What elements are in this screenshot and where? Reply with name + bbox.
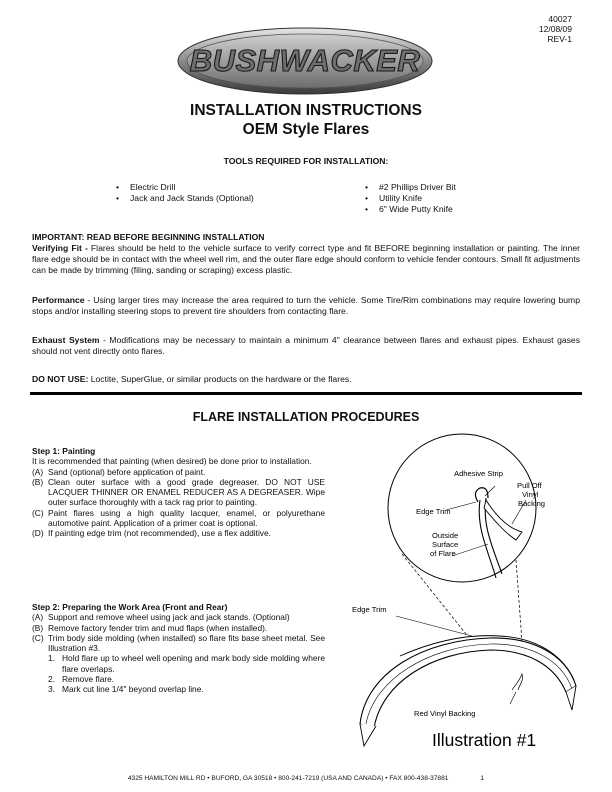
label-vinyl: Vinyl — [522, 490, 539, 499]
verify-fit-paragraph: Verifying Fit - Flares should be held to… — [32, 243, 580, 276]
document-number: 40027 — [548, 14, 572, 24]
exhaust-text: - Modifications may be necessary to main… — [32, 335, 580, 356]
edge-trim-bulb — [474, 487, 489, 503]
step-1-title: Step 1: Painting — [32, 446, 96, 456]
label-edge-trim-detail: Edge Trim — [416, 507, 451, 516]
page-footer: 4325 HAMILTON MILL RD • BUFORD, GA 30518… — [0, 775, 612, 782]
list-item: (C)Paint flares using a high quality lac… — [32, 507, 325, 529]
verify-fit-label: Verifying Fit - — [32, 243, 91, 253]
sub-list-item: 2.Remove flare. — [48, 674, 115, 685]
edge-trim-strip — [399, 635, 575, 681]
pull-off-backing-shape — [483, 498, 523, 541]
label-red-vinyl-backing: Red Vinyl Backing — [414, 709, 476, 718]
tools-list-left: Electric Drill Jack and Jack Stands (Opt… — [113, 182, 254, 204]
label-pull-off: Pull Off — [517, 481, 543, 490]
list-item: (D)If painting edge trim (not recommende… — [32, 528, 271, 539]
label-edge-trim: Edge Trim — [352, 605, 387, 614]
bushwacker-logo: BUSHWACKER — [177, 27, 433, 95]
list-item: (A)Sand (optional) before application of… — [32, 466, 206, 477]
page-title: INSTALLATION INSTRUCTIONS — [190, 102, 422, 119]
list-item: (B)Remove factory fender trim and mud fl… — [32, 622, 268, 633]
document-id-block: 40027 12/08/09 REV-1 — [539, 14, 572, 44]
tool-item: 6" Wide Putty Knife — [362, 204, 456, 215]
exhaust-paragraph: Exhaust System - Modifications may be ne… — [32, 335, 580, 357]
list-item: (A)Support and remove wheel using jack a… — [32, 612, 290, 623]
exhaust-label: Exhaust System — [32, 335, 100, 345]
label-of-flare: of Flare — [430, 549, 456, 558]
detail-circle — [387, 433, 537, 583]
illustration-1-diagram: Adhesive Strip Pull Off Vinyl Backing Ed… — [352, 433, 577, 750]
label-adhesive-strip: Adhesive Strip — [454, 469, 503, 478]
do-not-use-paragraph: DO NOT USE: Loctite, SuperGlue, or simil… — [32, 374, 580, 385]
label-outside: Outside — [432, 531, 458, 540]
tool-item: Jack and Jack Stands (Optional) — [113, 193, 254, 204]
step-2-title: Step 2: Preparing the Work Area (Front a… — [32, 602, 228, 612]
do-not-use-label: DO NOT USE: — [32, 374, 89, 384]
important-notice: IMPORTANT: READ BEFORE BEGINNING INSTALL… — [32, 232, 580, 276]
do-not-use-text: Loctite, SuperGlue, or similar products … — [88, 374, 352, 384]
label-surface: Surface — [432, 540, 458, 549]
step-1-painting: Step 1: Painting It is recommended that … — [32, 446, 325, 539]
page-subtitle: OEM Style Flares — [242, 121, 370, 138]
performance-label: Performance — [32, 295, 85, 305]
tools-list-right: #2 Phillips Driver Bit Utility Knife 6" … — [362, 182, 456, 215]
section-divider — [30, 392, 582, 395]
document-date: 12/08/09 — [538, 24, 572, 34]
tool-item: Utility Knife — [362, 193, 456, 204]
list-item: (C)Trim body side molding (when installe… — [32, 632, 325, 654]
verify-fit-text: Flares should be held to the vehicle sur… — [32, 243, 580, 275]
projection-line-left — [401, 553, 467, 635]
flare-end-left — [359, 723, 377, 748]
list-item: (B)Clean outer surface with a good grade… — [32, 476, 325, 508]
important-heading: IMPORTANT: READ BEFORE BEGINNING INSTALL… — [32, 232, 265, 242]
tool-item: Electric Drill — [113, 182, 254, 193]
procedures-heading: FLARE INSTALLATION PROCEDURES — [192, 410, 420, 424]
flare-end-right — [565, 685, 577, 711]
document-revision: REV-1 — [547, 34, 572, 44]
sub-list-item: 3.Mark cut line 1/4" beyond overlap line… — [48, 684, 204, 695]
tool-item: #2 Phillips Driver Bit — [362, 182, 456, 193]
page-number: 1 — [480, 775, 485, 782]
performance-text: - Using larger tires may increase the ar… — [32, 295, 580, 316]
sub-list-item: 1.Hold flare up to wheel well opening an… — [48, 653, 325, 674]
label-backing: Backing — [518, 499, 545, 508]
step-1-intro: It is recommended that painting (when de… — [32, 456, 312, 467]
projection-line-right — [515, 559, 523, 643]
logo-text: BUSHWACKER — [190, 43, 421, 78]
performance-paragraph: Performance - Using larger tires may inc… — [32, 295, 580, 317]
flare-section-outer — [478, 499, 497, 579]
tools-heading: TOOLS REQUIRED FOR INSTALLATION: — [223, 156, 389, 166]
footer-address: 4325 HAMILTON MILL RD • BUFORD, GA 30518… — [127, 775, 449, 782]
illustration-caption: Illustration #1 — [432, 730, 536, 750]
step-2-prepare-work-area: Step 2: Preparing the Work Area (Front a… — [32, 602, 325, 695]
